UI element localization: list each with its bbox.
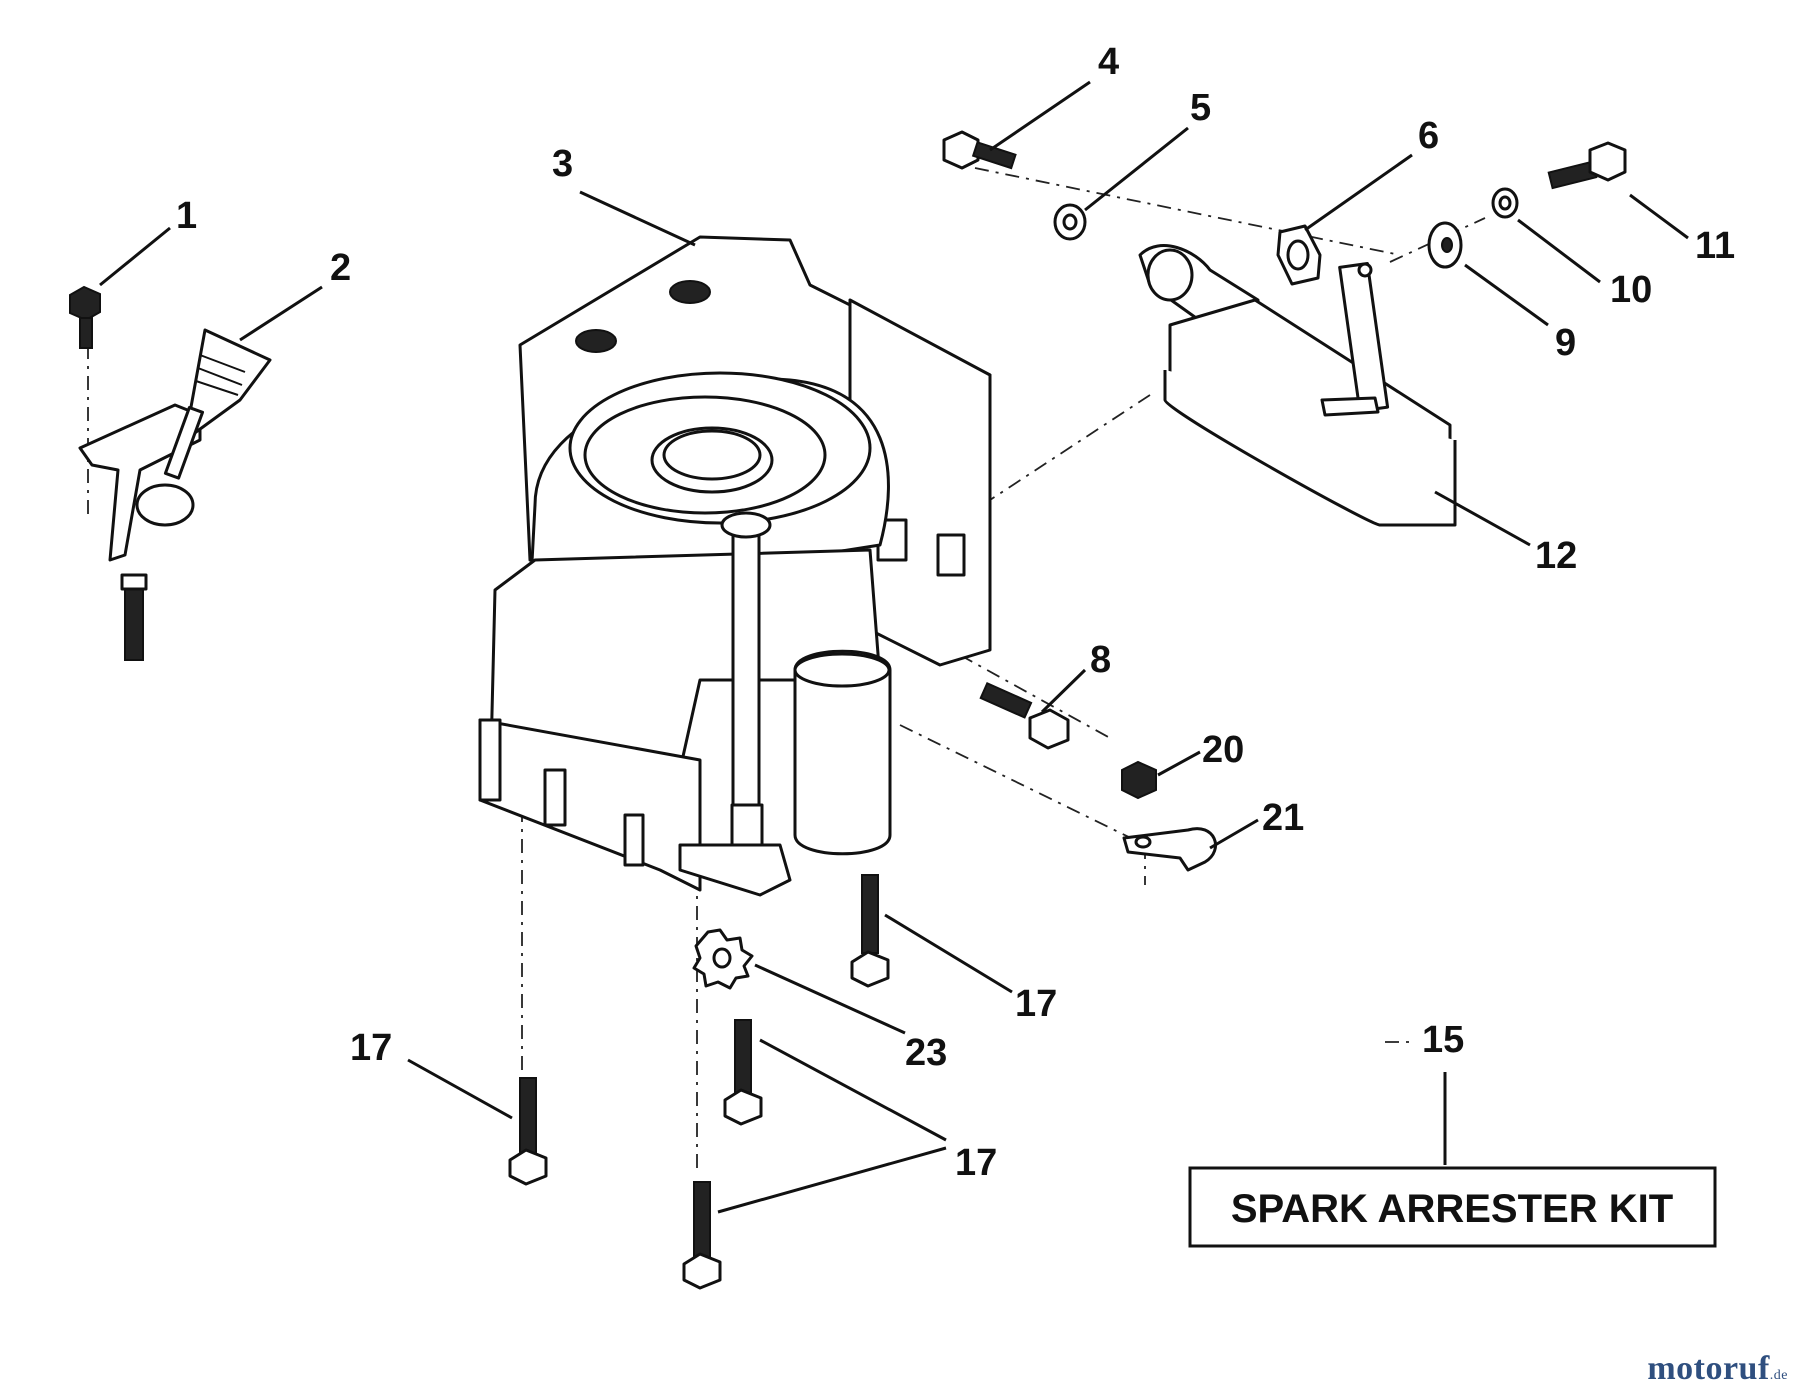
muffler-part-12	[1138, 244, 1457, 527]
engine-part-3	[478, 235, 992, 897]
bolt-part-8	[979, 682, 1070, 750]
callout-2: 2	[330, 247, 351, 289]
bolt-part-1	[69, 285, 101, 349]
callout-17-c: 17	[955, 1142, 997, 1184]
callout-3: 3	[552, 143, 573, 185]
throttle-control-part-2	[78, 328, 272, 661]
callout-23: 23	[905, 1032, 947, 1074]
watermark-tld: .de	[1769, 1368, 1788, 1383]
callout-11: 11	[1695, 225, 1735, 267]
spark-arrester-kit-box: SPARK ARRESTER KIT	[1188, 1166, 1717, 1248]
bolt-part-4	[942, 130, 1017, 170]
clamp-part-21	[1122, 827, 1217, 872]
callout-numbers: 1 2 3 4 5 6 11 10 9 12 8 20 21 17 23 17 …	[176, 41, 1735, 1184]
callout-17-a: 17	[1015, 983, 1057, 1025]
bolt-part-17-a	[850, 874, 890, 988]
callout-1: 1	[176, 195, 197, 237]
bolt-part-11	[1547, 141, 1627, 190]
callout-10: 10	[1610, 269, 1652, 311]
callout-21: 21	[1262, 797, 1304, 839]
callout-5: 5	[1190, 87, 1211, 129]
star-washer-part-23	[692, 928, 754, 990]
callout-6: 6	[1418, 115, 1439, 157]
callout-9: 9	[1555, 322, 1576, 364]
bolt-part-17-b	[508, 1077, 548, 1186]
watermark-logo: motoruf.de	[1647, 1350, 1788, 1388]
spacer-part-9	[1427, 221, 1463, 269]
washer-part-5	[1053, 203, 1087, 241]
watermark-brand: motoruf	[1647, 1350, 1770, 1387]
callout-20: 20	[1202, 729, 1244, 771]
spark-arrester-kit-label: SPARK ARRESTER KIT	[1231, 1187, 1673, 1231]
leader-lines	[99, 80, 1689, 1214]
callout-4: 4	[1098, 41, 1119, 83]
callout-15: 15	[1422, 1019, 1464, 1061]
bolt-part-17-d	[682, 1181, 722, 1290]
bolt-part-17-c	[723, 1019, 763, 1126]
lock-washer-part-10	[1491, 187, 1519, 219]
gasket-part-6	[1276, 224, 1322, 286]
callout-8: 8	[1090, 639, 1111, 681]
nut-part-20	[1121, 760, 1157, 800]
callout-12: 12	[1535, 535, 1577, 577]
callout-17-b: 17	[350, 1027, 392, 1069]
